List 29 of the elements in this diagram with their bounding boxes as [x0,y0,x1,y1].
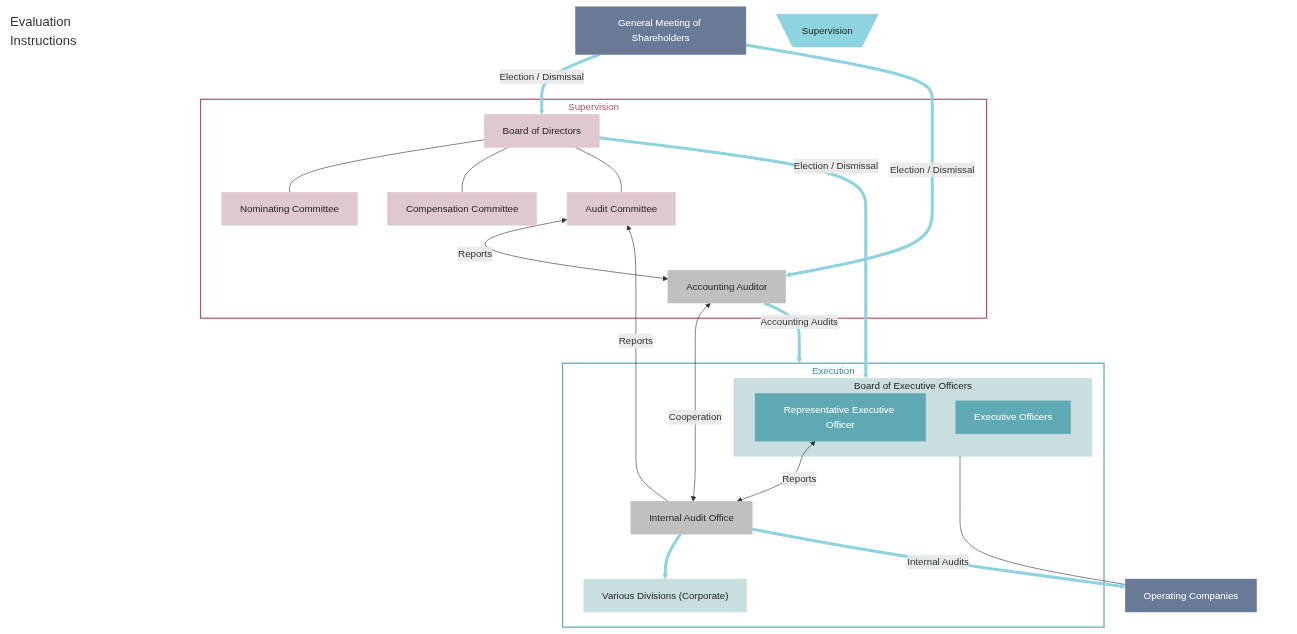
edge-label: Reports [458,248,493,259]
arrow [599,136,869,379]
node-box: Operating Companies [1125,578,1257,613]
node-box: Executive Officers [955,400,1071,435]
edge-label: Election / Dismissal [890,164,975,175]
node-box: Compensation Committee [387,192,537,226]
note-label: Evaluation [10,14,72,29]
node-box: Audit Committee [566,192,676,226]
node-box: Accounting Auditor [667,269,786,304]
node-box: General Meeting of Shareholders [575,6,747,55]
edge-label: Election / Dismissal [793,160,879,172]
connector [289,139,485,193]
arrow [745,43,934,278]
note-label: Instructions [10,33,78,48]
edge-label: Reports [782,473,817,484]
edge-label: Cooperation [668,411,722,423]
edge-label: Internal Audits [907,556,969,567]
edge-label: Reports [618,335,653,346]
node-box: Board of Directors [483,114,600,148]
node-box: Nominating Committee [221,192,358,226]
connector [461,147,509,193]
edge-label: Election / Dismissal [499,71,584,82]
connector [959,455,1126,585]
edge-label: Accounting Audits [760,316,838,327]
node-box: Representative Executive Officer [754,393,926,442]
arrow [662,533,682,580]
arrow [751,527,1126,589]
node-box: Various Divisions (Corporate) [583,578,747,613]
node-box: Internal Audit Office [630,500,753,535]
